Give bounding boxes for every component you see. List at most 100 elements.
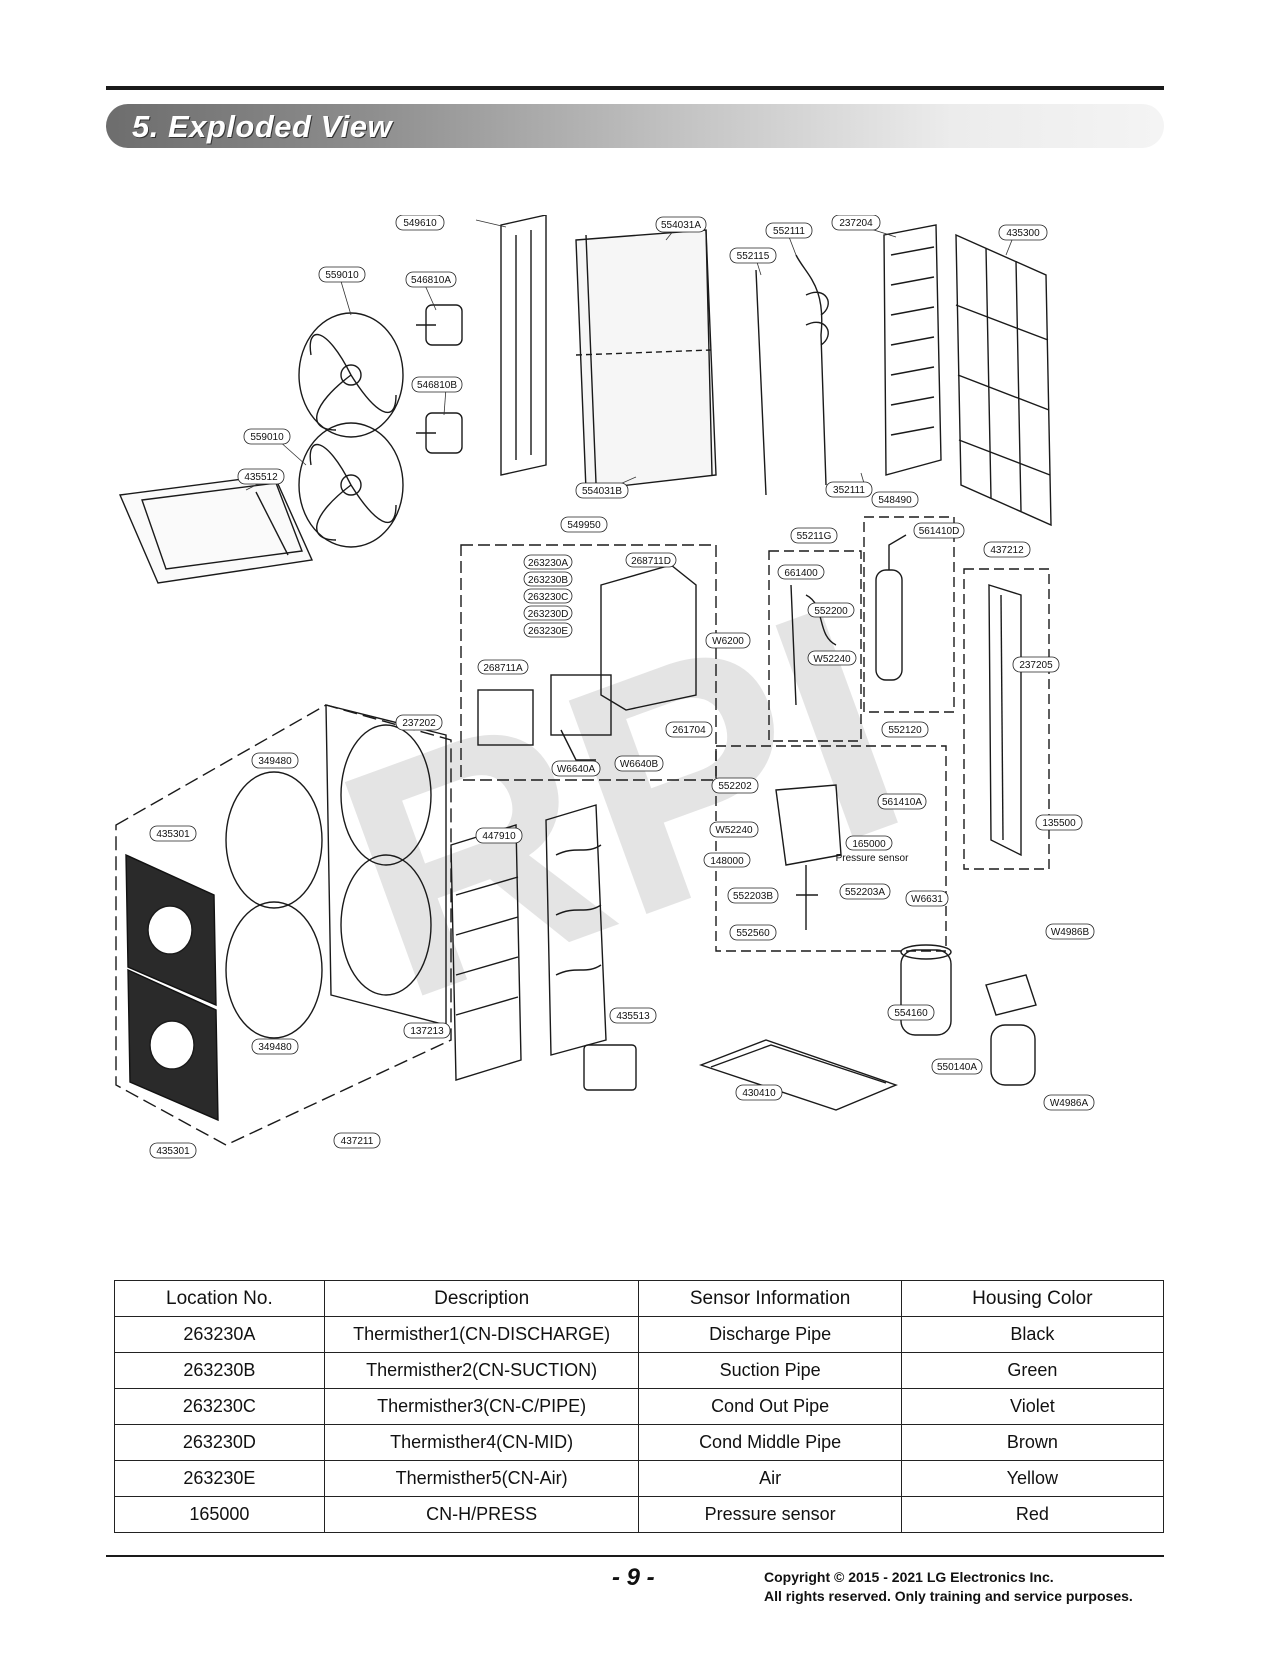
svg-text:263230C: 263230C: [528, 592, 569, 603]
svg-text:W52240: W52240: [813, 654, 851, 665]
accumulator-frame: [863, 516, 955, 713]
page-number: - 9 -: [612, 1564, 655, 1591]
rear-grille-part: [883, 224, 942, 476]
table-row: 263230D Thermisther4(CN-MID) Cond Middle…: [114, 1424, 1165, 1461]
svg-text:546810A: 546810A: [411, 275, 451, 286]
table-cell: Yellow: [900, 1460, 1165, 1497]
bellmouth-ring-upper: [225, 771, 323, 909]
table-cell: Green: [900, 1352, 1165, 1389]
fan-motor-lower: [416, 412, 463, 454]
svg-text:559010: 559010: [325, 270, 359, 281]
callout-label: 552115: [729, 247, 777, 264]
svg-text:552203A: 552203A: [845, 887, 885, 898]
table-cell: Thermisther3(CN-C/PIPE): [323, 1388, 640, 1425]
svg-text:552120: 552120: [888, 725, 922, 736]
callout-label: 263230E: [523, 622, 573, 638]
callout-label: 661400: [777, 564, 825, 580]
table-cell: 263230D: [114, 1424, 325, 1461]
callout-label: 237205: [1012, 656, 1060, 673]
svg-text:561410A: 561410A: [882, 797, 922, 808]
svg-text:552203B: 552203B: [733, 891, 773, 902]
svg-text:546810B: 546810B: [417, 380, 457, 391]
svg-text:552200: 552200: [814, 606, 848, 617]
svg-text:135500: 135500: [1042, 818, 1076, 829]
copyright-line: All rights reserved. Only training and s…: [764, 1588, 1133, 1604]
callout-label: 447910: [475, 827, 523, 844]
top-cover-part: [118, 474, 314, 584]
callout-label: 561410D: [913, 522, 965, 539]
table-cell: CN-H/PRESS: [323, 1496, 640, 1533]
table-header-row: Location No. Description Sensor Informat…: [114, 1280, 1165, 1317]
svg-text:148000: 148000: [710, 856, 744, 867]
callout-label: 550140A: [931, 1058, 983, 1075]
table-cell: 165000: [114, 1496, 325, 1533]
callout-label: W52240: [807, 650, 857, 666]
motor-mount-part: [500, 215, 547, 476]
svg-text:W4986A: W4986A: [1050, 1098, 1089, 1109]
svg-text:W6631: W6631: [911, 894, 943, 905]
svg-text:554160: 554160: [894, 1008, 928, 1019]
callout-label: 552203B: [727, 887, 779, 904]
callout-label: W6631: [905, 890, 949, 907]
accumulator-part: [875, 534, 907, 681]
callout-label: 148000: [703, 852, 751, 868]
svg-text:237205: 237205: [1019, 660, 1053, 671]
capillary-pipes-part: [755, 254, 829, 496]
callout-label: 554160: [887, 1004, 935, 1021]
svg-text:268711D: 268711D: [631, 556, 671, 567]
fan-propeller-lower: [298, 422, 404, 548]
callout-label: 554031A: [655, 216, 707, 233]
callout-label: 552111: [765, 222, 813, 239]
callout-label: W6200: [705, 632, 751, 649]
sound-jacket-part: [985, 974, 1037, 1086]
svg-text:W52240: W52240: [715, 825, 753, 836]
callout-label: 435301: [149, 825, 197, 842]
callout-label: 546810B: [411, 376, 463, 393]
front-grille-upper: [125, 853, 217, 1007]
svg-text:550140A: 550140A: [937, 1062, 977, 1073]
svg-text:165000: 165000: [852, 839, 886, 850]
svg-text:552560: 552560: [736, 928, 770, 939]
table-cell: Suction Pipe: [638, 1352, 902, 1389]
callout-label: 261704: [665, 721, 713, 738]
callout-label: W52240: [709, 821, 759, 838]
callout-label: 435301: [149, 1142, 197, 1159]
callout-label: 437211: [333, 1132, 381, 1149]
callout-label: 552202: [711, 777, 759, 794]
valve-part: [790, 584, 837, 706]
table-row: 263230A Thermisther1(CN-DISCHARGE) Disch…: [114, 1316, 1165, 1353]
callout-label: 435300: [998, 224, 1048, 241]
callout-label: 552120: [881, 721, 929, 738]
table-cell: Thermisther1(CN-DISCHARGE): [323, 1316, 640, 1353]
svg-text:435512: 435512: [244, 472, 278, 483]
four-way-valve-frame: [715, 745, 947, 952]
table-cell: Violet: [900, 1388, 1165, 1425]
fan-propeller-upper: [298, 312, 404, 438]
front-grille-lower: [127, 968, 219, 1122]
svg-text:554031A: 554031A: [661, 220, 701, 231]
callout-label: 549950: [560, 516, 608, 533]
column-header: Sensor Information: [638, 1280, 902, 1317]
svg-text:237204: 237204: [839, 218, 873, 229]
callout-labels: 549610 554031A 552111 237204 435300 5590…: [149, 215, 1095, 1159]
bellmouth-ring-lower: [225, 901, 323, 1039]
table-cell: Brown: [900, 1424, 1165, 1461]
callout-label: 554031B: [575, 482, 629, 499]
svg-text:552111: 552111: [773, 226, 805, 237]
callout-label: 548490: [871, 491, 919, 508]
svg-text:548490: 548490: [878, 495, 912, 506]
table-row: 263230B Thermisther2(CN-SUCTION) Suction…: [114, 1352, 1165, 1389]
callout-label: W4986A: [1043, 1094, 1095, 1111]
svg-text:661400: 661400: [784, 568, 818, 579]
svg-text:552115: 552115: [737, 251, 770, 262]
base-pan-part: [698, 1039, 898, 1111]
svg-text:W6200: W6200: [712, 636, 744, 647]
table-cell: Thermisther5(CN-Air): [323, 1460, 640, 1497]
callout-label: 263230D: [523, 605, 573, 621]
section-title-bar: 5. Exploded View: [106, 104, 1164, 148]
callout-label: 546810A: [405, 271, 457, 288]
fan-motor-upper: [416, 304, 463, 346]
compressor-part: [900, 944, 952, 1036]
svg-text:447910: 447910: [482, 831, 516, 842]
condenser-coil-part: [575, 229, 717, 491]
